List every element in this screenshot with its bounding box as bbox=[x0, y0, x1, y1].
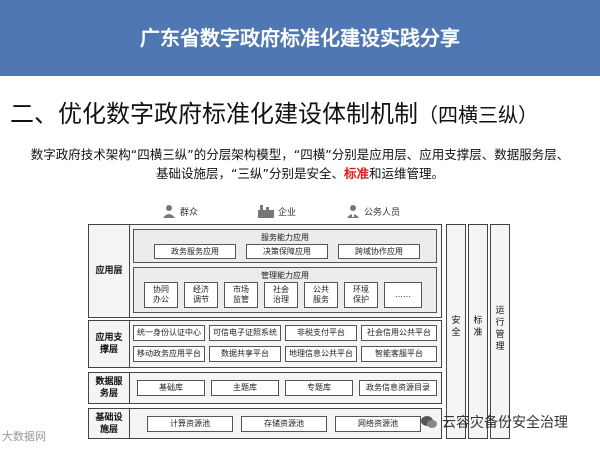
support-item-5: 数据共享平台 bbox=[209, 346, 281, 362]
officer-icon bbox=[347, 205, 359, 218]
banner-title: 广东省数字政府标准化建设实践分享 bbox=[140, 26, 460, 50]
data-item-topic: 专题库 bbox=[285, 380, 353, 396]
support-item-4: 移动政务应用平台 bbox=[133, 346, 205, 362]
description-paragraph: 数字政府技术架构“四横三纵”的分层架构模型，“四横”分别是应用层、应用支撑层、数… bbox=[30, 145, 570, 183]
data-item-catalog: 政务信息资源目录 bbox=[359, 380, 437, 396]
service-item-gov-service: 政务服务应用 bbox=[154, 244, 236, 259]
service-item-cross-domain: 跨域协作应用 bbox=[338, 244, 420, 259]
standard-column-label: 标准 bbox=[473, 316, 483, 338]
wechat-icon bbox=[421, 416, 437, 428]
watermark-right: 云容灾备份安全治理 bbox=[420, 412, 568, 432]
actor-civil-servant: 公务人员 bbox=[346, 204, 400, 218]
actor-civil-servant-label: 公务人员 bbox=[364, 207, 401, 218]
description-part1: 数字政府技术架构“四横三纵”的分层架构模型，“四横”分别是应用层、应用支撑层、数… bbox=[30, 147, 570, 181]
management-capability-title: 管理能力应用 bbox=[261, 271, 309, 280]
factory-icon bbox=[258, 205, 274, 218]
application-layer: 应用层 服务能力应用 政务服务应用 决策保障应用 跨域协作应用 管理能力应用 协… bbox=[88, 224, 442, 318]
support-layer-label: 应用支撑层 bbox=[89, 321, 130, 367]
manage-item-more: …… bbox=[384, 282, 422, 308]
manage-item-environment: 环境保护 bbox=[344, 282, 378, 308]
data-item-theme: 主题库 bbox=[211, 380, 279, 396]
actor-enterprise: 企业 bbox=[258, 204, 296, 218]
support-item-0: 统一身份认证中心 bbox=[133, 325, 205, 341]
service-item-decision: 决策保障应用 bbox=[246, 244, 328, 259]
infra-item-network: 网络资源池 bbox=[335, 416, 421, 432]
support-item-6: 地理信息公共平台 bbox=[285, 346, 357, 362]
support-item-3: 社会信用公共平台 bbox=[361, 325, 437, 341]
section-heading-main: 二、优化数字政府标准化建设体制机制 bbox=[10, 100, 418, 128]
infrastructure-layer-label: 基础设施层 bbox=[89, 409, 130, 438]
actor-public: 群众 bbox=[162, 204, 198, 218]
standard-column: 标准 bbox=[468, 224, 488, 439]
service-capability-title: 服务能力应用 bbox=[261, 233, 309, 242]
infra-item-storage: 存储资源池 bbox=[241, 416, 327, 432]
support-item-7: 智能客服平台 bbox=[361, 346, 437, 362]
application-layer-label: 应用层 bbox=[89, 225, 130, 317]
service-capability-group: 服务能力应用 政务服务应用 决策保障应用 跨域协作应用 bbox=[133, 229, 437, 263]
support-item-2: 非税支付平台 bbox=[285, 325, 357, 341]
operations-column-label: 运行管理 bbox=[495, 306, 505, 352]
watermark-left: 大数据网 bbox=[2, 430, 46, 443]
description-highlight: 标准 bbox=[343, 166, 369, 181]
title-banner: 广东省数字政府标准化建设实践分享 bbox=[0, 0, 600, 76]
watermark-right-label: 云容灾备份安全治理 bbox=[442, 415, 568, 431]
infra-item-compute: 计算资源池 bbox=[147, 416, 233, 432]
manage-item-economy: 经济调节 bbox=[184, 282, 218, 308]
security-column-label: 安全 bbox=[451, 316, 461, 338]
architecture-diagram: 群众 企业 公务人员 应用层 服务能力应用 政务服务应用 决策保障应用 跨域协作… bbox=[80, 196, 520, 441]
data-item-base: 基础库 bbox=[137, 380, 205, 396]
security-column: 安全 bbox=[446, 224, 466, 439]
section-heading-paren: （四横三纵） bbox=[418, 103, 538, 127]
data-service-layer: 数据服务层 基础库 主题库 专题库 政务信息资源目录 bbox=[88, 372, 442, 404]
manage-item-office: 协同办公 bbox=[144, 282, 178, 308]
manage-item-market: 市场监管 bbox=[224, 282, 258, 308]
actor-enterprise-label: 企业 bbox=[278, 207, 297, 218]
operations-column: 运行管理 bbox=[490, 224, 510, 439]
manage-item-public: 公共服务 bbox=[304, 282, 338, 308]
management-capability-group: 管理能力应用 协同办公 经济调节 市场监管 社会治理 公共服务 环境保护 …… bbox=[133, 267, 437, 313]
section-heading: 二、优化数字政府标准化建设体制机制（四横三纵） bbox=[10, 94, 538, 129]
actor-public-label: 群众 bbox=[180, 207, 199, 218]
manage-item-society: 社会治理 bbox=[264, 282, 298, 308]
infrastructure-layer: 基础设施层 计算资源池 存储资源池 网络资源池 bbox=[88, 408, 442, 439]
data-service-layer-label: 数据服务层 bbox=[89, 373, 130, 403]
description-part2: 和运维管理。 bbox=[368, 166, 444, 181]
support-item-1: 可信电子证照系统 bbox=[209, 325, 281, 341]
person-icon bbox=[163, 205, 175, 218]
support-layer: 应用支撑层 统一身份认证中心 可信电子证照系统 非税支付平台 社会信用公共平台 … bbox=[88, 320, 442, 368]
